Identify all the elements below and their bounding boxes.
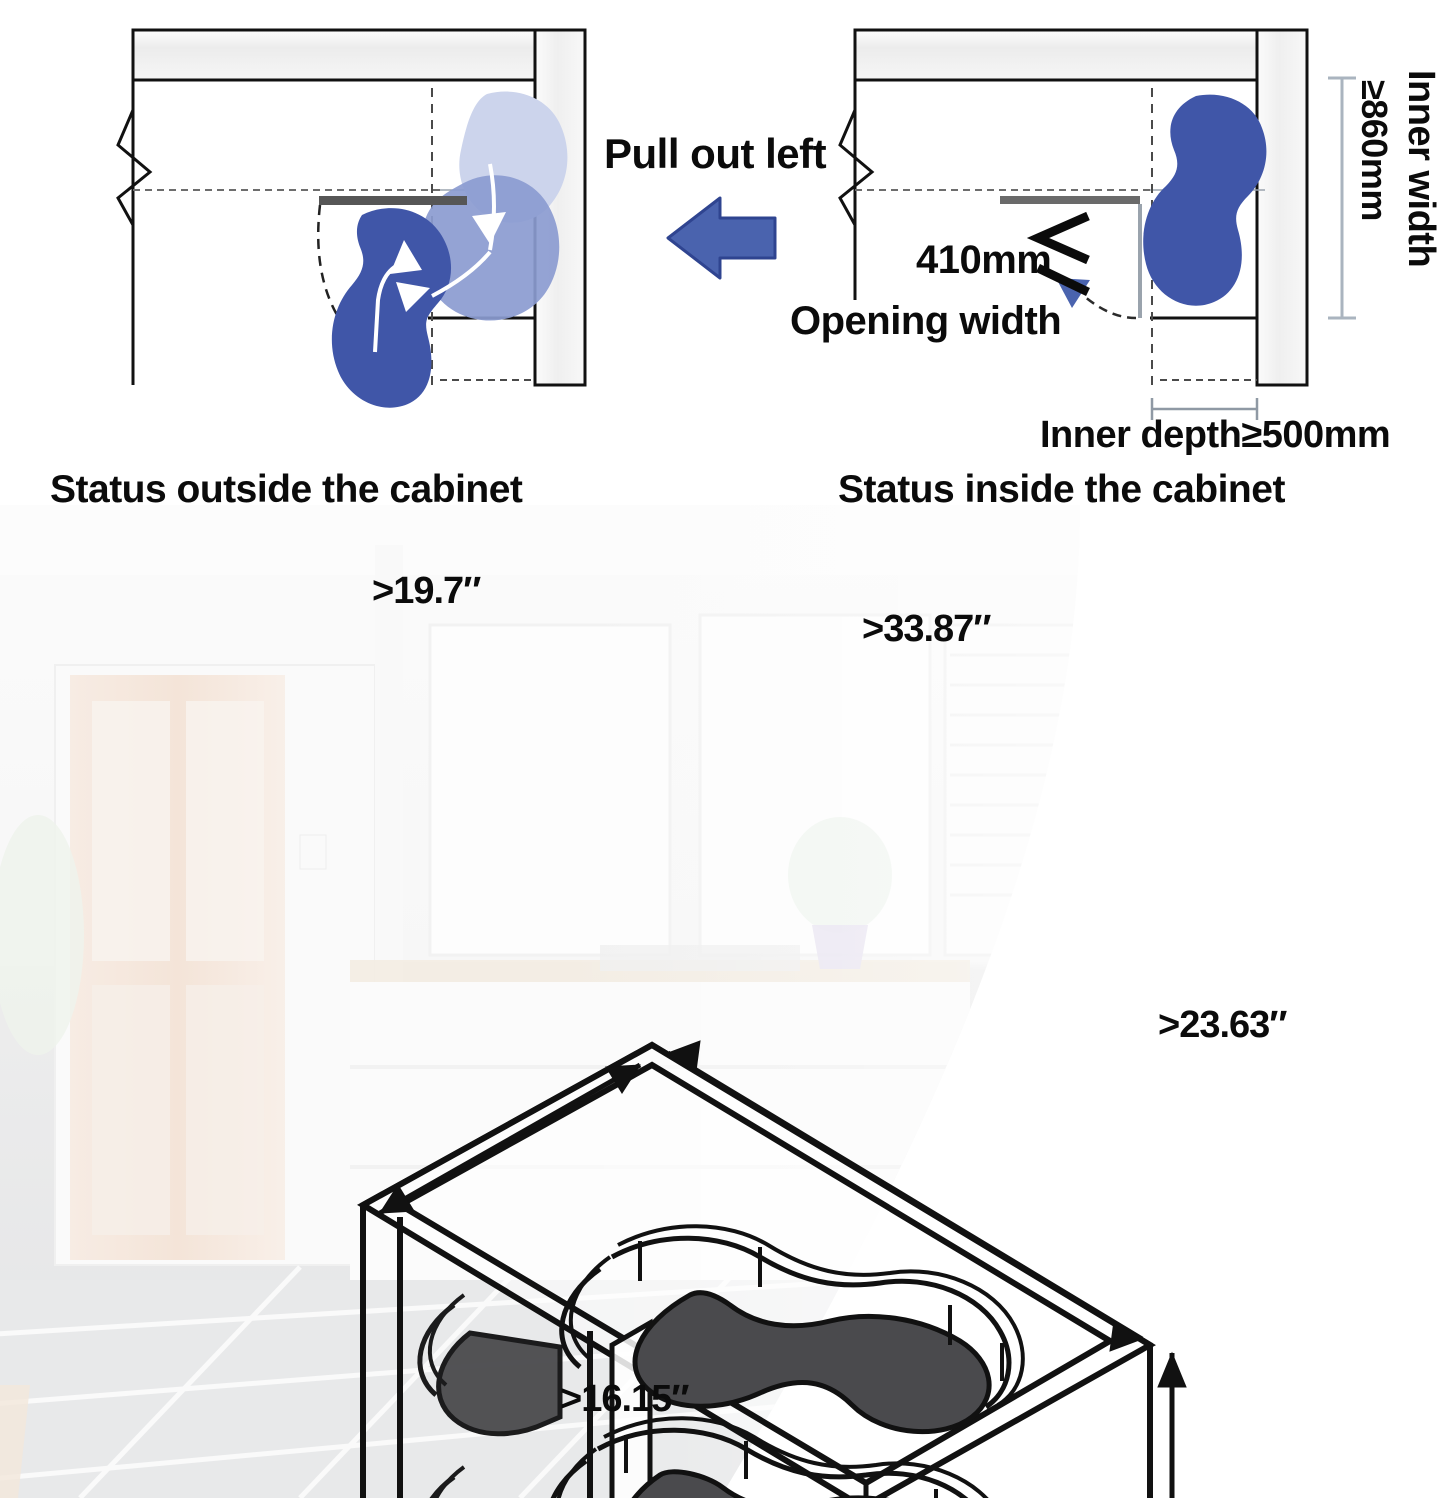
less-equal-glyph-icon bbox=[1026, 211, 1090, 297]
inner-depth-label: Inner depth≥500mm bbox=[1040, 414, 1391, 456]
shelf-upper-right bbox=[559, 1224, 1025, 1435]
plan-views-group bbox=[116, 28, 1356, 420]
shelf-lower-right bbox=[550, 1416, 989, 1498]
opening-width-caption: Opening width bbox=[790, 299, 1062, 343]
dim-depth-top-label: >19.7″ bbox=[372, 570, 481, 612]
cabinet-3d-group bbox=[0, 505, 1445, 1498]
dim-height-right-label: >23.63″ bbox=[1158, 1004, 1287, 1046]
dim-front-width-label: >16.15″ bbox=[560, 1378, 689, 1420]
plan-right-inside bbox=[838, 28, 1356, 420]
inner-width-dimension bbox=[1328, 76, 1356, 320]
dim-width-top-label: >33.87″ bbox=[862, 608, 991, 650]
inner-depth-dimension bbox=[1150, 398, 1259, 420]
inner-width-caption: Inner width bbox=[1400, 70, 1442, 268]
arrow-depth-top bbox=[378, 1062, 642, 1216]
pull-out-arrow-icon bbox=[666, 196, 777, 280]
inner-width-value: ≥860mm bbox=[1354, 80, 1395, 221]
caption-outside-cabinet: Status outside the cabinet bbox=[50, 468, 523, 511]
shelf-solid-inside bbox=[1143, 94, 1267, 306]
dimension-arrows bbox=[378, 1040, 1187, 1498]
arrow-height-right bbox=[1157, 1351, 1187, 1498]
cabinet-3d-scene bbox=[0, 505, 1445, 1498]
opening-width-value: 410mm bbox=[916, 238, 1052, 282]
shelf-left-bay bbox=[417, 1293, 563, 1498]
arrow-width-top bbox=[666, 1040, 1144, 1352]
caption-inside-cabinet: Status inside the cabinet bbox=[838, 468, 1285, 511]
pull-out-label: Pull out left bbox=[604, 130, 827, 177]
shelf-solid-out bbox=[331, 208, 452, 408]
plan-left-outside bbox=[116, 28, 587, 408]
